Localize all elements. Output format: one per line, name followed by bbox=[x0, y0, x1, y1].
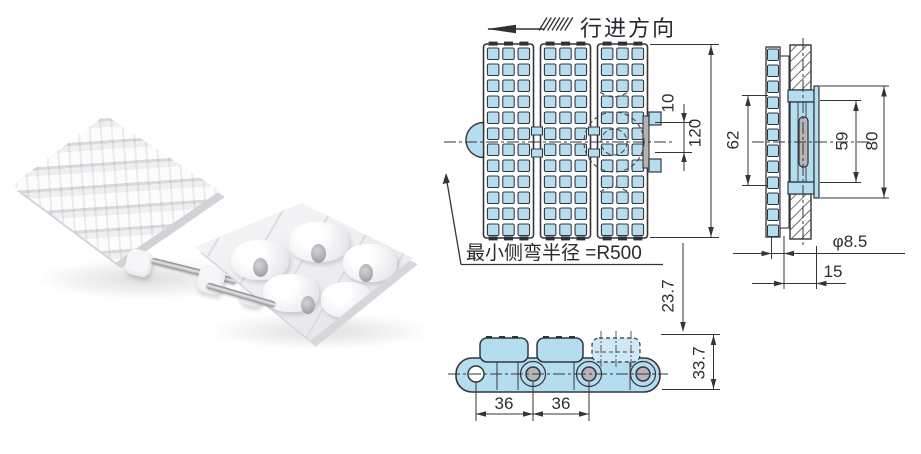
hinge-eye bbox=[465, 121, 485, 159]
dim-inner-label: 62 bbox=[724, 131, 743, 150]
dimension-15: 15 bbox=[752, 246, 846, 289]
side-view: 62 59 80 bbox=[724, 38, 905, 289]
dimension-62: 62 bbox=[724, 95, 768, 186]
dimension-80: 80 bbox=[820, 85, 889, 199]
top-view: 10 120 最小侧弯半径 =R500 bbox=[442, 41, 719, 266]
hatch-mark-icon bbox=[538, 17, 574, 31]
cap-ticks bbox=[486, 336, 575, 339]
sprocket-tooth-marks bbox=[595, 331, 637, 369]
hub-shoulder-top bbox=[787, 89, 815, 103]
min-radius-label: 最小侧弯半径 =R500 bbox=[466, 242, 642, 264]
hinge-connectors bbox=[531, 126, 600, 158]
dim-tab-label: 10 bbox=[659, 94, 678, 113]
hinge-hole bbox=[301, 296, 315, 314]
dim-overall-label: 80 bbox=[863, 132, 882, 151]
link-base bbox=[455, 357, 661, 393]
dim-total-label: 33.7 bbox=[690, 346, 709, 379]
min-radius-note: 最小侧弯半径 =R500 bbox=[442, 173, 663, 266]
hinge-hole bbox=[359, 264, 373, 282]
dimension-33-7: 33.7 bbox=[662, 334, 720, 390]
dimension-10: 10 bbox=[655, 94, 692, 171]
direction-label: 行进方向 bbox=[580, 16, 676, 41]
module-feet bbox=[488, 41, 643, 241]
chain-plate-bottom-view-3d bbox=[195, 202, 413, 341]
hinge-hole bbox=[311, 244, 326, 263]
sprocket-hatch-bottom-fill bbox=[790, 194, 811, 239]
dim-upper-label: 23.7 bbox=[659, 279, 678, 312]
dimension-pin-diameter: φ8.5 bbox=[733, 232, 905, 289]
dim-pitch2-label: 36 bbox=[552, 394, 571, 413]
dimension-pitch: 36 36 bbox=[475, 382, 590, 421]
dim-pin-label: φ8.5 bbox=[833, 232, 868, 251]
side-tab bbox=[648, 158, 662, 173]
left-arrow-icon bbox=[487, 24, 516, 34]
dim-thickness-label: 15 bbox=[824, 262, 843, 281]
dimension-120: 120 bbox=[650, 44, 719, 238]
top-cap bbox=[479, 337, 529, 363]
sprocket-hatch-top-fill bbox=[790, 45, 811, 90]
direction-indicator: 行进方向 bbox=[487, 16, 676, 41]
dim-hub-label: 59 bbox=[833, 132, 852, 151]
front-view: 36 36 23.7 33.7 bbox=[448, 243, 720, 421]
dim-width-label: 120 bbox=[686, 119, 705, 147]
module-outlines bbox=[482, 43, 649, 239]
top-cap bbox=[536, 337, 584, 363]
dim-pitch1-label: 36 bbox=[495, 394, 514, 413]
dimension-59: 59 bbox=[820, 100, 861, 183]
side-tab bbox=[648, 111, 662, 126]
link-separators bbox=[496, 360, 631, 390]
hinge-hole bbox=[253, 258, 268, 277]
dimension-23-7: 23.7 bbox=[659, 243, 720, 335]
hub-shoulder-bottom bbox=[787, 181, 815, 195]
